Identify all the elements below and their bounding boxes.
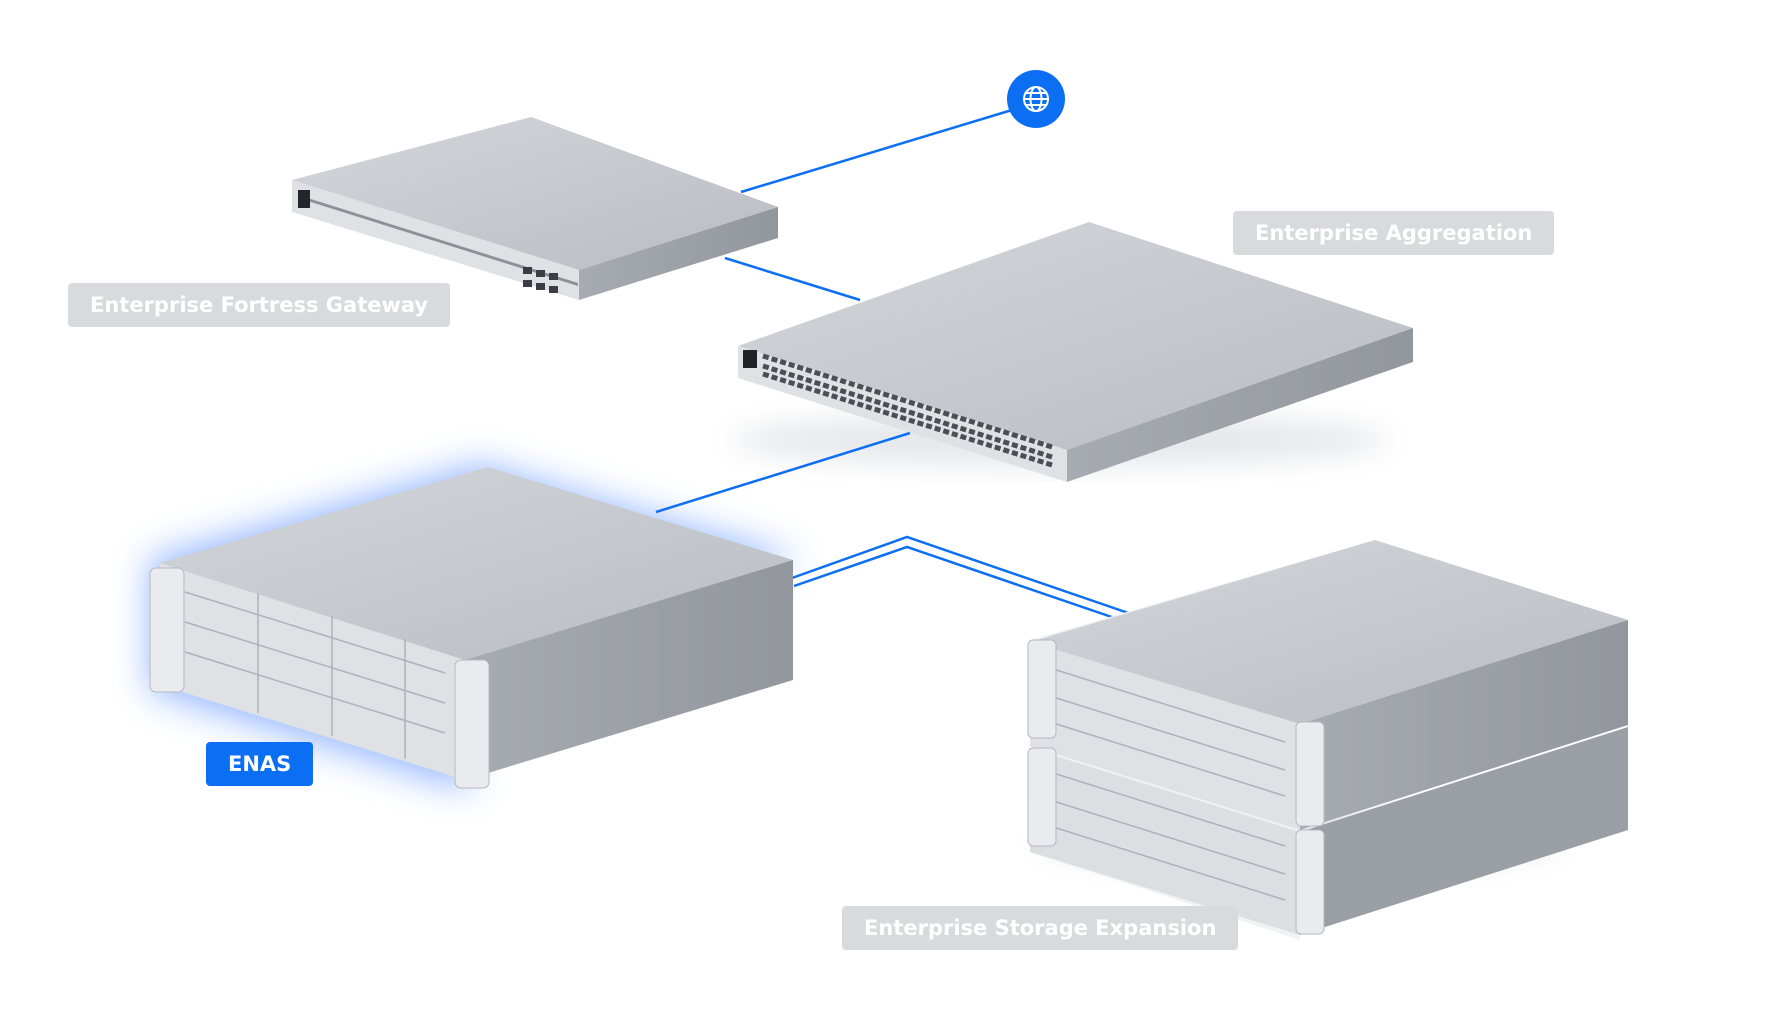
drive-bays: [1049, 667, 1286, 901]
link-aggregation-enas: [655, 431, 911, 514]
sfp-ports: [762, 353, 1053, 468]
gateway-label: Enterprise Fortress Gateway: [68, 283, 451, 327]
enas-device[interactable]: [149, 465, 800, 790]
link-internet-gateway: [740, 108, 1013, 194]
enas-label: ENAS: [206, 742, 314, 786]
aggregation-device[interactable]: [738, 222, 1413, 482]
gateway-device[interactable]: [292, 117, 778, 300]
aggregation-label: Enterprise Aggregation: [1233, 211, 1555, 255]
expansion-label: Enterprise Storage Expansion: [842, 906, 1239, 950]
link-enas-expansion-a: [791, 535, 1141, 619]
connection-lines: [655, 108, 1141, 628]
globe-icon: [1007, 70, 1065, 128]
link-enas-expansion-b: [793, 545, 1139, 628]
storage-expansion-device[interactable]: [1027, 540, 1628, 940]
drive-bays: [184, 591, 446, 759]
link-gateway-aggregation: [724, 256, 861, 302]
